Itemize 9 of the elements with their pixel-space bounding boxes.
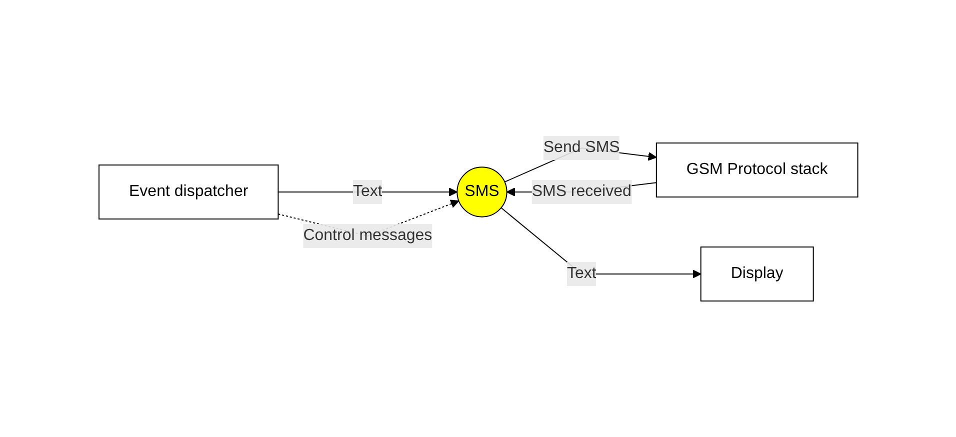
edge-label: Control messages [302,227,432,244]
node-box: Display [700,246,814,302]
edge-label: Text [352,183,382,200]
edge-label: Send SMS [542,139,620,156]
edge-label: SMS received [531,183,632,200]
node-box: GSM Protocol stack [656,142,858,198]
node-circle: SMS [456,166,507,218]
node-box: Event dispatcher [98,164,278,220]
edge-label: Text [566,265,596,282]
